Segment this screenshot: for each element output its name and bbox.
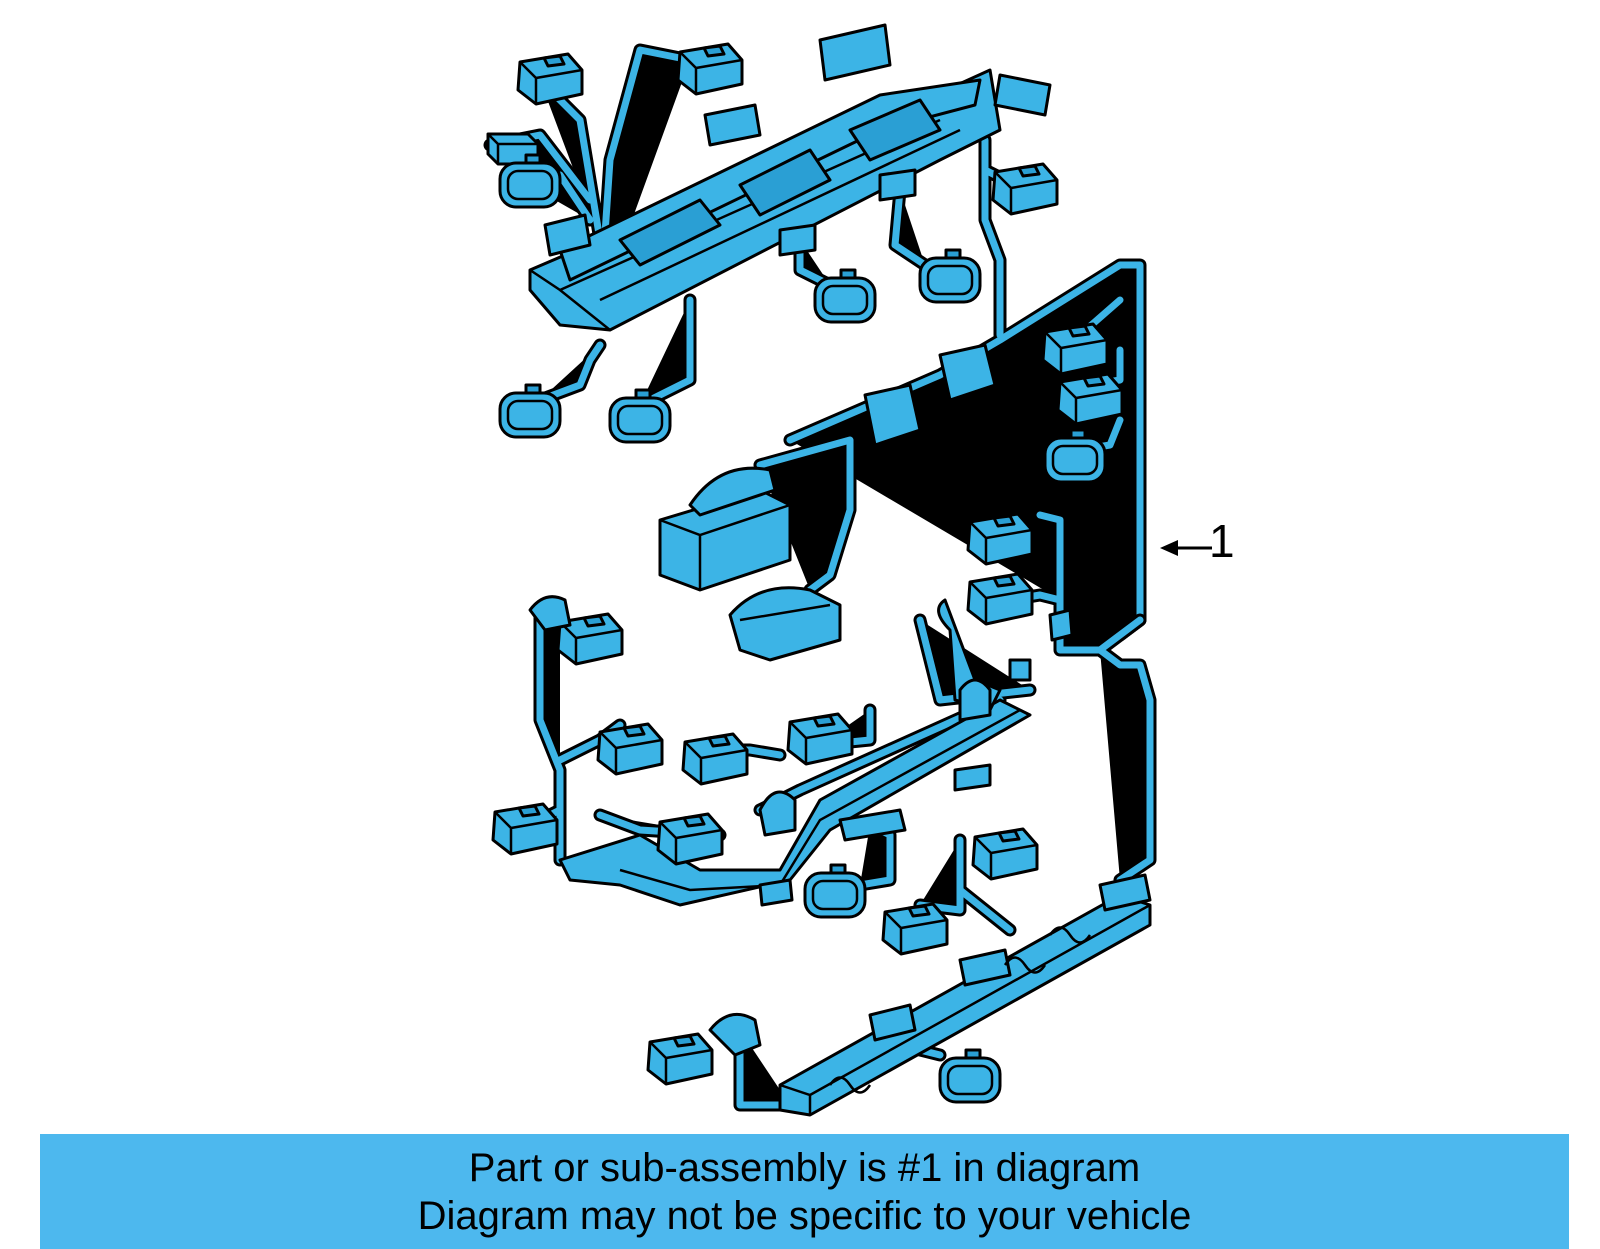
upper-wires <box>490 50 1140 635</box>
wiring-harness-diagram <box>0 23 1212 1117</box>
connector <box>646 1032 714 1086</box>
connector <box>881 902 949 956</box>
connector <box>966 512 1034 566</box>
callout-number: 1 <box>1209 515 1235 567</box>
connector <box>1041 322 1109 376</box>
banner-line-1: Part or sub-assembly is #1 in diagram <box>468 1146 1141 1190</box>
grommet <box>938 343 997 402</box>
connector <box>918 248 982 304</box>
lower-harness <box>491 512 1152 1117</box>
lower-connectors <box>491 512 1074 1104</box>
connector <box>966 572 1034 626</box>
connector <box>786 712 854 766</box>
connector <box>971 827 1039 881</box>
lower-rail <box>558 598 1032 907</box>
connector <box>991 162 1059 216</box>
connector <box>516 52 584 106</box>
connector <box>1056 372 1124 426</box>
connector <box>596 722 664 776</box>
grommet <box>528 595 572 632</box>
relay-box <box>658 466 842 662</box>
lower-wires <box>510 515 1150 1105</box>
banner-line-2: Diagram may not be specific to your vehi… <box>417 1194 1192 1238</box>
wire-clip <box>1048 608 1074 642</box>
grommet <box>708 1012 762 1057</box>
bottom-trunking <box>778 873 1152 1117</box>
connector <box>803 863 867 919</box>
connector <box>491 802 559 856</box>
upper-connectors <box>486 42 1124 484</box>
connector <box>681 732 749 786</box>
connector <box>938 1048 1002 1104</box>
upper-harness <box>486 23 1140 662</box>
grommet <box>863 383 922 447</box>
callout-1 <box>1160 540 1212 556</box>
disclaimer-banner: Part or sub-assembly is #1 in diagram Di… <box>40 1134 1569 1249</box>
upper-rail <box>528 23 1052 332</box>
connector <box>656 812 724 866</box>
connector <box>676 42 744 96</box>
